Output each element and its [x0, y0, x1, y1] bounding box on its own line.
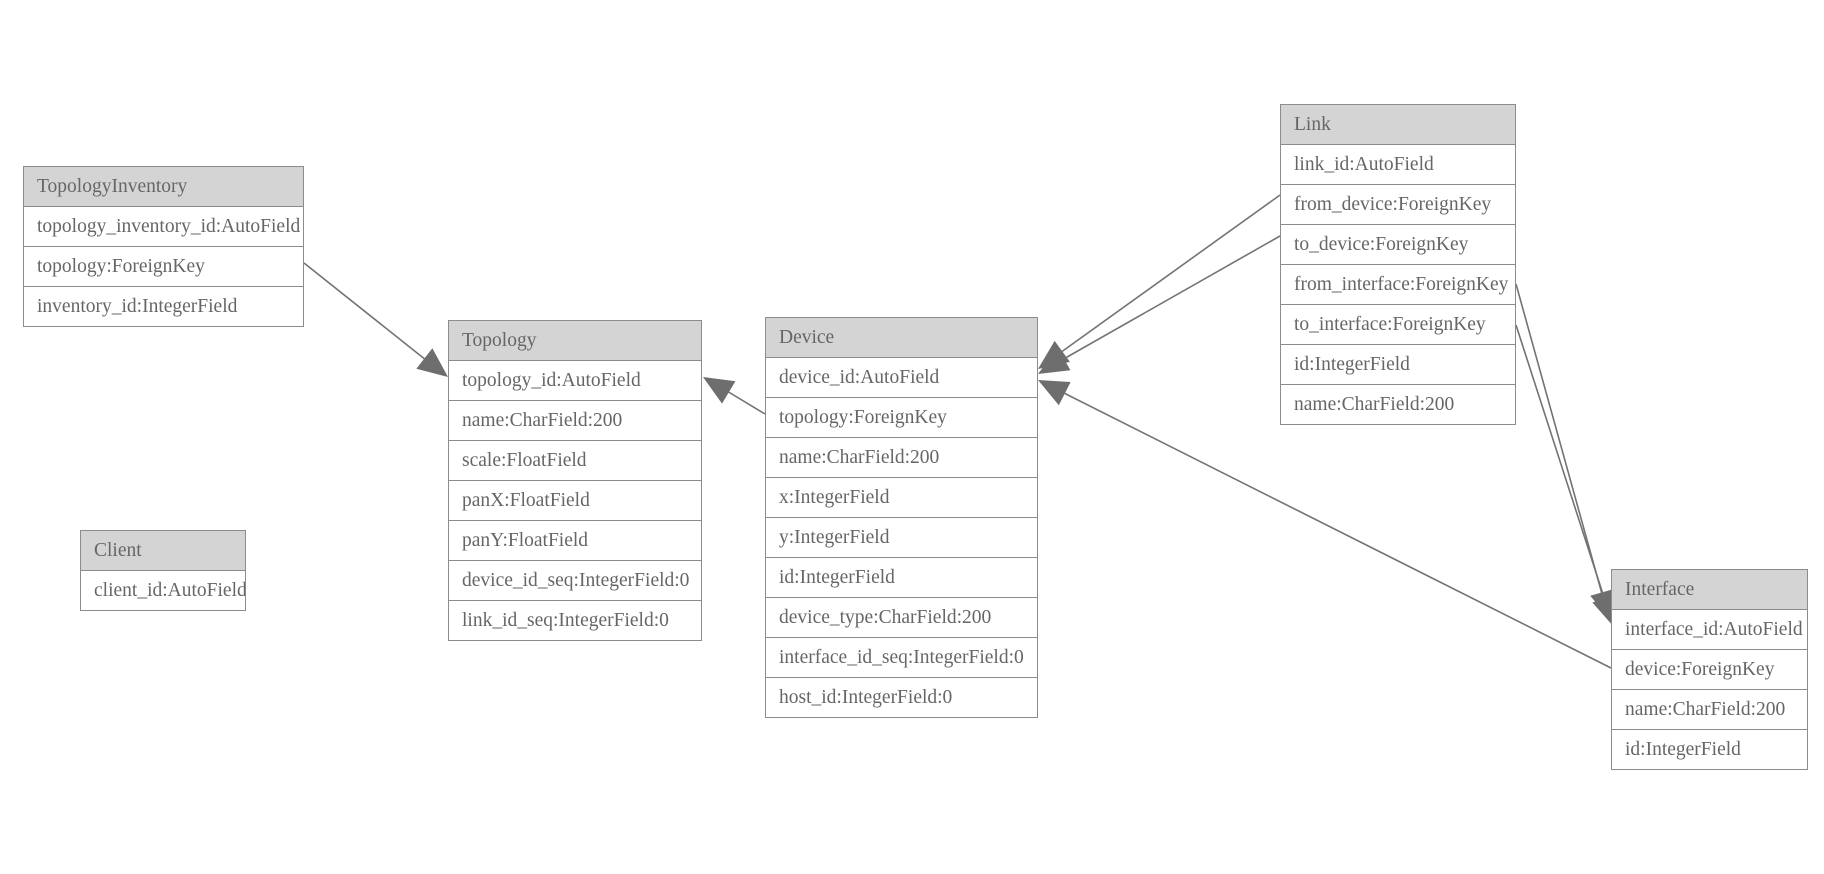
entity-field: scale:FloatField	[449, 441, 701, 481]
entity-field: host_id:IntegerField:0	[766, 678, 1037, 718]
edge-rel-link-frominterface	[1515, 283, 1608, 613]
entity-field: to_device:ForeignKey	[1281, 225, 1515, 265]
entity-field: id:IntegerField	[1281, 345, 1515, 385]
entity-field: to_interface:ForeignKey	[1281, 305, 1515, 345]
entity-field: name:CharField:200	[1281, 385, 1515, 425]
entity-field: name:CharField:200	[1612, 690, 1807, 730]
entity-field: id:IntegerField	[1612, 730, 1807, 770]
entity-field: topology:ForeignKey	[24, 247, 303, 287]
entity-title-interface: Interface	[1612, 570, 1807, 610]
entity-field: client_id:AutoField	[81, 571, 245, 611]
entity-field: from_device:ForeignKey	[1281, 185, 1515, 225]
entity-field: device_type:CharField:200	[766, 598, 1037, 638]
entity-field: panX:FloatField	[449, 481, 701, 521]
entity-title-topology: Topology	[449, 321, 701, 361]
edge-rel-topologyinventory-topology	[303, 262, 442, 373]
entity-field: topology_inventory_id:AutoField	[24, 207, 303, 247]
arrowhead-rel-device-topology	[703, 377, 736, 404]
entity-field: topology_id:AutoField	[449, 361, 701, 401]
entity-field: topology:ForeignKey	[766, 398, 1037, 438]
entity-title-device: Device	[766, 318, 1037, 358]
entity-field: from_interface:ForeignKey	[1281, 265, 1515, 305]
entity-field: device_id_seq:IntegerField:0	[449, 561, 701, 601]
entity-field: id:IntegerField	[766, 558, 1037, 598]
entity-field: x:IntegerField	[766, 478, 1037, 518]
edge-rel-device-topology	[711, 381, 766, 415]
entity-field: device:ForeignKey	[1612, 650, 1807, 690]
entity-field: inventory_id:IntegerField	[24, 287, 303, 327]
entity-field: interface_id:AutoField	[1612, 610, 1807, 650]
entity-field: link_id_seq:IntegerField:0	[449, 601, 701, 641]
edge-rel-link-fromdevice	[1045, 194, 1281, 364]
entity-title-link: Link	[1281, 105, 1515, 145]
edge-rel-link-todevice	[1045, 235, 1281, 370]
entity-field: panY:FloatField	[449, 521, 701, 561]
entity-field: name:CharField:200	[449, 401, 701, 441]
entity-field: name:CharField:200	[766, 438, 1037, 478]
entity-title-topology_inventory: TopologyInventory	[24, 167, 303, 207]
entity-field: link_id:AutoField	[1281, 145, 1515, 185]
entity-field: interface_id_seq:IntegerField:0	[766, 638, 1037, 678]
entity-title-client: Client	[81, 531, 245, 571]
entity-field: device_id:AutoField	[766, 358, 1037, 398]
edge-rel-interface-device	[1045, 383, 1612, 669]
edge-rel-link-tointerface	[1515, 324, 1612, 620]
entity-field: y:IntegerField	[766, 518, 1037, 558]
